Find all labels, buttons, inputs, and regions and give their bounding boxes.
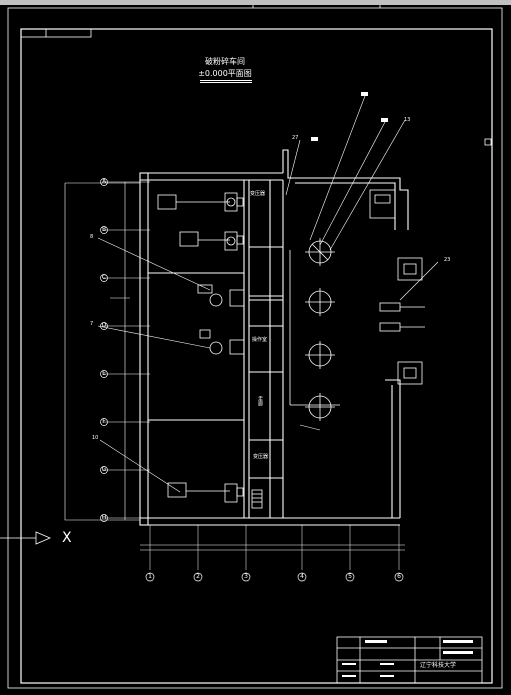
grid-row-label: H bbox=[101, 514, 107, 521]
screen-unit-3 bbox=[305, 341, 335, 369]
crusher-unit-1 bbox=[157, 192, 244, 212]
stair bbox=[251, 489, 263, 509]
hopper-2 bbox=[397, 257, 423, 281]
grid-bubble-col bbox=[345, 572, 355, 582]
grid-row-label: A bbox=[101, 178, 107, 185]
callout-number: 13 bbox=[404, 117, 411, 123]
grid-row-label: D bbox=[101, 322, 107, 329]
grid-bubble-row bbox=[100, 514, 108, 522]
grid-row-label: E bbox=[102, 370, 106, 377]
grid-bubble-row bbox=[100, 418, 108, 426]
crusher-unit-5 bbox=[167, 482, 244, 503]
room-label-transformer: 变压器 bbox=[250, 191, 266, 197]
grid-col-label: 4 bbox=[300, 573, 304, 580]
grid-bubble-col bbox=[193, 572, 203, 582]
hopper-3 bbox=[397, 361, 423, 385]
section-mark: X bbox=[62, 530, 72, 546]
callout-number: 10 bbox=[92, 435, 99, 441]
margin-marker bbox=[484, 138, 492, 146]
screen-unit-4 bbox=[305, 393, 335, 421]
sheet-outer-border bbox=[7, 7, 503, 689]
arrow-right-icon bbox=[0, 531, 52, 545]
grid-bubble-col bbox=[297, 572, 307, 582]
conveyor-1 bbox=[379, 302, 401, 312]
crusher-unit-4 bbox=[199, 329, 245, 355]
grid-col-label: 2 bbox=[196, 573, 200, 580]
conveyor-2 bbox=[379, 322, 401, 332]
grid-row-label: F bbox=[102, 418, 106, 425]
grid-row-label: G bbox=[101, 466, 107, 473]
room-label-corridor: 走廊 bbox=[257, 396, 263, 406]
title-underline bbox=[200, 80, 252, 81]
drawing-title: 破粉碎车间 bbox=[205, 57, 245, 66]
grid-row-label: B bbox=[101, 226, 107, 233]
window-top-strip bbox=[0, 0, 511, 5]
crusher-unit-3 bbox=[197, 284, 245, 307]
title-block-company: 辽宁科技大学 bbox=[420, 662, 457, 669]
callout-number: 27 bbox=[292, 135, 299, 141]
room-label-control: 操作室 bbox=[252, 337, 268, 343]
grid-bubble-row bbox=[100, 226, 108, 234]
grid-bubble-row bbox=[100, 178, 108, 186]
drawing-subtitle: ±0.000平面图 bbox=[198, 69, 252, 78]
grid-bubble-row bbox=[100, 322, 108, 330]
grid-row-label: C bbox=[101, 274, 107, 281]
left-outline bbox=[64, 183, 140, 521]
grid-bubble-row bbox=[100, 466, 108, 474]
grid-bubble-col bbox=[394, 572, 404, 582]
callout-number: 7 bbox=[90, 321, 94, 327]
grid-bubble-col bbox=[241, 572, 251, 582]
callout-tag bbox=[381, 118, 388, 122]
grid-bubble-row bbox=[100, 274, 108, 282]
grid-col-label: 6 bbox=[397, 573, 401, 580]
callout-tag bbox=[311, 137, 318, 141]
hopper-1 bbox=[369, 189, 396, 219]
grid-col-label: 1 bbox=[148, 573, 152, 580]
room-label-transformer: 变压器 bbox=[253, 454, 269, 460]
grid-bubble-col bbox=[145, 572, 155, 582]
grid-bubble-row bbox=[100, 370, 108, 378]
crusher-unit-2 bbox=[179, 231, 244, 251]
grid-col-label: 5 bbox=[348, 573, 352, 580]
drawing-no-box bbox=[20, 28, 92, 38]
screen-unit-1 bbox=[305, 238, 335, 266]
sheet-inner-border bbox=[20, 28, 493, 684]
screen-unit-2 bbox=[305, 288, 335, 316]
callout-tag bbox=[361, 92, 368, 96]
callout-number: 23 bbox=[444, 257, 451, 263]
building-west-wall bbox=[139, 172, 149, 526]
callout-number: 8 bbox=[90, 234, 94, 240]
title-underline bbox=[200, 82, 252, 83]
grid-col-label: 3 bbox=[244, 573, 248, 580]
